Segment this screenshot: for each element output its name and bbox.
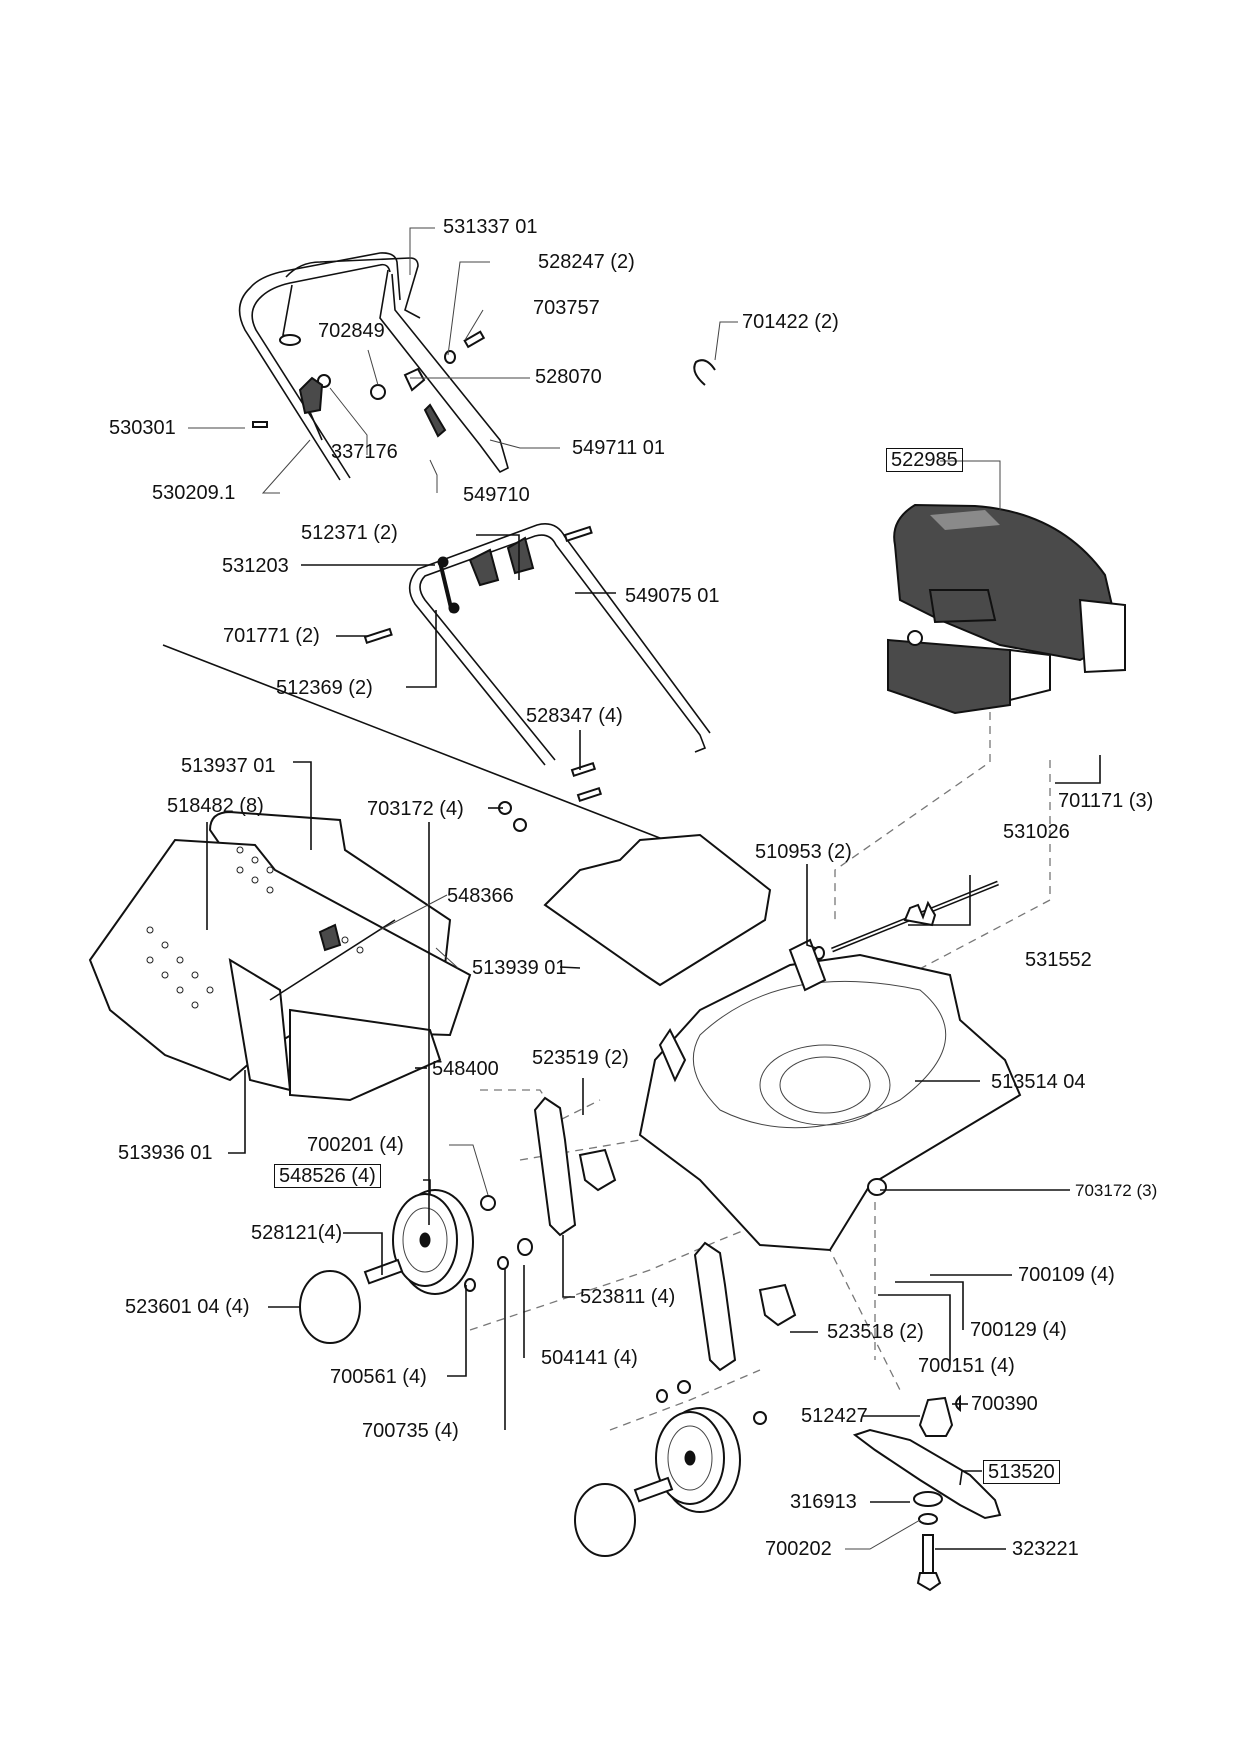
part-label-518482: 518482 (8) [167, 795, 264, 817]
part-label-530209-1: 530209.1 [152, 482, 236, 504]
part-label-523519: 523519 (2) [532, 1047, 629, 1069]
wheel-front-drawing [299, 1189, 533, 1344]
height-lever-drawing [533, 1096, 797, 1372]
part-label-703172-4: 703172 (4) [367, 798, 464, 820]
part-label-513937-01: 513937 01 [181, 755, 276, 777]
part-label-700202: 700202 [765, 1538, 832, 1560]
part-label-528121: 528121(4) [251, 1222, 343, 1244]
part-label-700201: 700201 (4) [307, 1134, 404, 1156]
deck-drawing [638, 938, 1022, 1252]
part-label-513520: 513520 [983, 1460, 1060, 1484]
part-label-531552: 531552 [1025, 949, 1092, 971]
part-label-702849: 702849 [318, 320, 385, 342]
wheel-rear-drawing [574, 1380, 767, 1557]
part-label-700735: 700735 (4) [362, 1420, 459, 1442]
part-label-701771: 701771 (2) [223, 625, 320, 647]
part-label-323221: 323221 [1012, 1538, 1079, 1560]
part-label-700109: 700109 (4) [1018, 1264, 1115, 1286]
part-label-531203: 531203 [222, 555, 289, 577]
part-label-703757: 703757 [533, 297, 600, 319]
part-label-522985: 522985 [886, 448, 963, 472]
part-label-512427: 512427 [801, 1405, 868, 1427]
part-label-528347: 528347 (4) [526, 705, 623, 727]
part-label-523811: 523811 (4) [580, 1286, 676, 1308]
part-label-316913: 316913 [790, 1491, 857, 1513]
part-label-510953: 510953 (2) [755, 841, 852, 863]
part-label-549710: 549710 [463, 484, 530, 506]
lower-handle-drawing [363, 523, 711, 832]
upper-handle-drawing [238, 252, 509, 481]
part-label-549075-01: 549075 01 [625, 585, 720, 607]
part-label-513514-04: 513514 04 [991, 1071, 1086, 1093]
handle-hardware-drawing [252, 330, 716, 441]
part-label-548400: 548400 [432, 1058, 499, 1080]
part-label-523601-04: 523601 04 (4) [125, 1296, 250, 1318]
part-label-531337-01: 531337 01 [443, 216, 538, 238]
part-label-549711-01: 549711 01 [572, 437, 666, 459]
part-label-701422: 701422 (2) [742, 311, 839, 333]
part-label-701171: 701171 (3) [1058, 790, 1154, 812]
part-label-528070: 528070 [535, 366, 602, 388]
part-label-530301: 530301 [109, 417, 176, 439]
part-label-512369: 512369 (2) [276, 677, 373, 699]
part-label-531026: 531026 [1003, 821, 1070, 843]
part-label-700561: 700561 (4) [330, 1366, 427, 1388]
part-label-548526: 548526 (4) [274, 1164, 381, 1188]
grass-bag-drawing [88, 810, 472, 1102]
part-label-700129: 700129 (4) [970, 1319, 1067, 1341]
part-label-523518: 523518 (2) [827, 1321, 924, 1343]
rear-flap-drawing [543, 833, 772, 987]
engine-drawing [887, 503, 1126, 715]
part-label-504141: 504141 (4) [541, 1347, 638, 1369]
part-label-700390: 700390 [971, 1393, 1038, 1415]
part-label-528247: 528247 (2) [538, 251, 635, 273]
part-label-548366: 548366 [447, 885, 514, 907]
blade-assembly-drawing [852, 1394, 1002, 1592]
part-label-513936-01: 513936 01 [118, 1142, 213, 1164]
part-label-513939-01: 513939 01 [472, 957, 567, 979]
leader-lines [188, 227, 1101, 1550]
reference-line [162, 644, 666, 841]
part-label-337176: 337176 [331, 441, 398, 463]
part-label-703172-3: 703172 (3) [1075, 1181, 1158, 1200]
part-label-512371: 512371 (2) [301, 522, 398, 544]
part-label-700151: 700151 (4) [918, 1355, 1015, 1377]
